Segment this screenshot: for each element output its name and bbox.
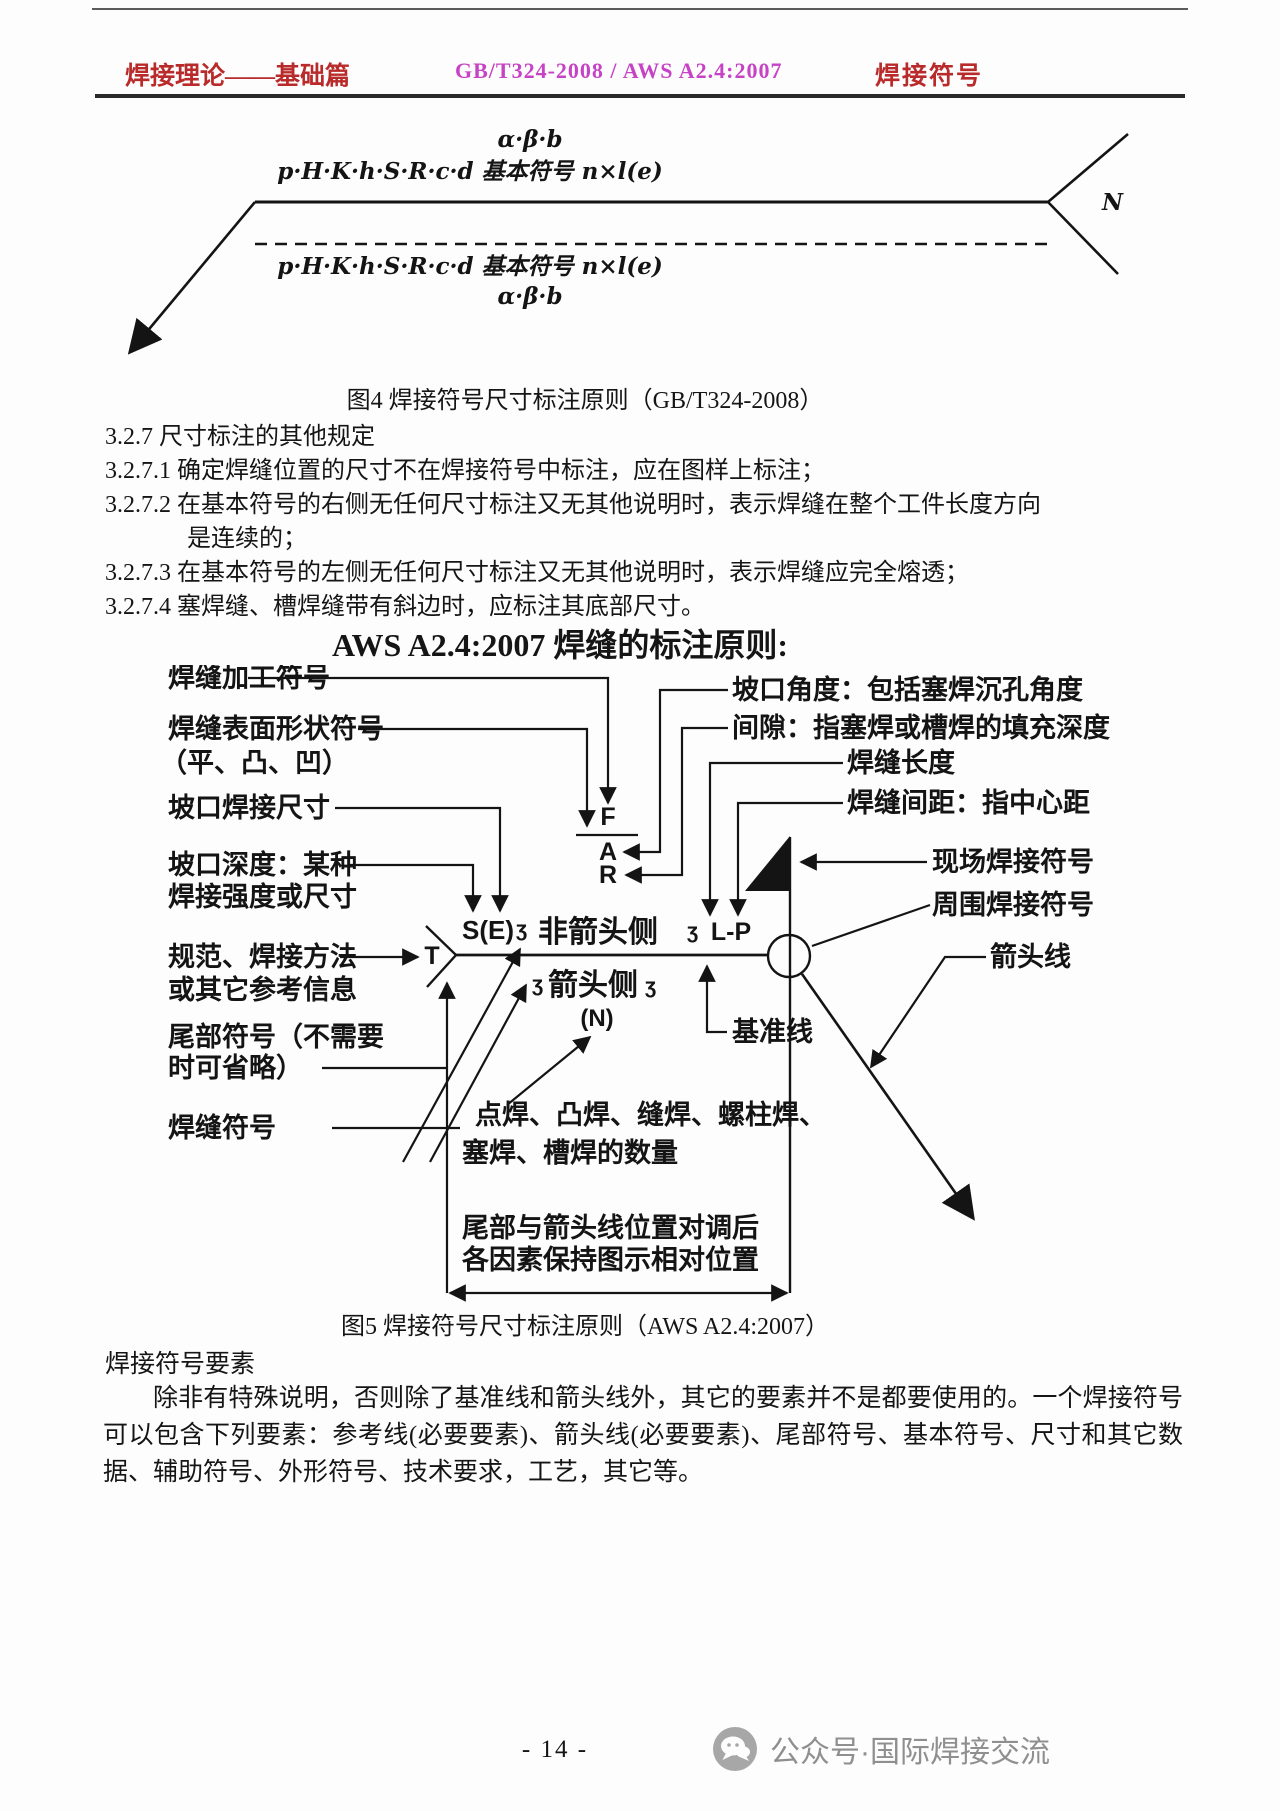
header-title-left: 焊接理论——基础篇 bbox=[125, 63, 351, 90]
label-arrow-line: 箭头线 bbox=[990, 941, 1071, 972]
rule-item: 3.2.7.3 在基本符号的左侧无任何尺寸标注又无其他说明时，表示焊缝应完全熔透… bbox=[105, 560, 969, 586]
wechat-icon bbox=[713, 1727, 757, 1771]
fig4-upper-formula: p·H·K·h·S·R·c·d 基本符号 n×l(e) bbox=[277, 158, 663, 185]
tail-symbol bbox=[425, 925, 458, 988]
header-rule bbox=[95, 94, 1185, 98]
symbol-finish-F: F bbox=[600, 803, 615, 831]
label-weld-length: 焊缝长度 bbox=[847, 747, 955, 778]
figure5-caption: 图5 焊接符号尺寸标注原则（AWS A2.4:2007） bbox=[340, 1314, 830, 1340]
leader-line-weld-length bbox=[701, 761, 843, 917]
label-groove-depth-2: 焊接强度或尺寸 bbox=[168, 881, 357, 912]
leader-line-gap bbox=[624, 726, 728, 884]
figure4-welding-symbol-diagram: α·β·b p·H·K·h·S·R·c·d 基本符号 n×l(e) N p·H·… bbox=[127, 126, 1129, 355]
leader-line-arrow-line bbox=[870, 955, 986, 1069]
field-weld-flag-icon bbox=[745, 836, 790, 891]
label-tail-symbol: 尾部符号（不需要 bbox=[168, 1021, 384, 1052]
fig4-tail-lower-line bbox=[1047, 201, 1119, 275]
figure5-aws-symbol-diagram: 焊缝加工符号 焊缝表面形状符号 （平、凸、凹） 坡口焊接尺寸 坡口深度：某种 焊… bbox=[160, 665, 1110, 1302]
label-weld-counts-2: 塞焊、槽焊的数量 bbox=[462, 1137, 678, 1168]
label-weld-pitch: 焊缝间距：指中心距 bbox=[847, 787, 1090, 818]
header-standard-codes: GB/T324-2008 / AWS A2.4:2007 bbox=[455, 58, 783, 83]
label-surface-shape: 焊缝表面形状符号 bbox=[168, 713, 384, 744]
rule-item-continuation: 是连续的； bbox=[187, 526, 307, 552]
leader-line-all-around bbox=[811, 903, 931, 948]
symbol-root-R: R bbox=[599, 861, 617, 889]
label-arrow-side: 箭头侧 bbox=[548, 968, 638, 1002]
figure4-caption: 图4 焊接符号尺寸标注原则（GB/T324-2008） bbox=[346, 388, 824, 414]
rule-item: 3.2.7.4 塞焊缝、槽焊缝带有斜边时，应标注其底部尺寸。 bbox=[105, 594, 705, 620]
arrow-line bbox=[800, 973, 975, 1221]
label-gap: 间隙：指塞焊或槽焊的填充深度 bbox=[732, 712, 1110, 743]
label-weld-all-around: 周围焊接符号 bbox=[932, 889, 1094, 920]
rule-item: 3.2.7.2 在基本符号的右侧无任何尺寸标注又无其他说明时，表示焊缝在整个工件… bbox=[105, 492, 1041, 518]
label-other-side: 非箭头侧 bbox=[538, 915, 658, 949]
label-swap-note: 尾部与箭头线位置对调后 bbox=[462, 1212, 759, 1243]
label-weld-counts: 点焊、凸焊、缝焊、螺柱焊、 bbox=[475, 1099, 826, 1130]
fig4-lower-params: α·β·b bbox=[497, 283, 562, 310]
fig4-arrow-line bbox=[127, 201, 256, 355]
page-number: - 14 - bbox=[521, 1736, 589, 1763]
rule-item: 3.2.7.1 确定焊缝位置的尺寸不在焊接符号中标注，应在图样上标注； bbox=[105, 458, 825, 484]
header-title-right: 焊接符号 bbox=[875, 63, 984, 90]
rules-title: 3.2.7 尺寸标注的其他规定 bbox=[105, 424, 375, 450]
aws-principles-heading: AWS A2.4:2007 焊缝的标注原则: bbox=[331, 627, 789, 663]
leader-line-count bbox=[506, 1035, 592, 1106]
symbol-angle-A: A bbox=[599, 838, 617, 866]
weld-symbol-pointer-a bbox=[402, 947, 521, 1163]
leader-line-weld-pitch bbox=[729, 801, 843, 917]
fig4-lower-formula: p·H·K·h·S·R·c·d 基本符号 n×l(e) bbox=[277, 253, 663, 280]
brace-squiggle: ʒ bbox=[645, 975, 656, 998]
label-field-weld: 现场焊接符号 bbox=[932, 846, 1094, 877]
fig4-tail-upper-line bbox=[1047, 133, 1129, 203]
symbol-count-N: (N) bbox=[580, 1005, 613, 1032]
brace-squiggle: ʒ bbox=[532, 973, 543, 996]
label-tail-symbol-2: 时可省略） bbox=[168, 1052, 303, 1083]
elements-paragraph: 除非有特殊说明，否则除了基准线和箭头线外，其它的要素并不是都要使用的。一个焊接符… bbox=[103, 1385, 1183, 1486]
weld-symbol-pointer-b bbox=[429, 983, 527, 1163]
brace-squiggle: ʒ bbox=[516, 918, 527, 941]
rules-block: 3.2.7 尺寸标注的其他规定 3.2.7.1 确定焊缝位置的尺寸不在焊接符号中… bbox=[105, 420, 1183, 624]
page-top-border bbox=[92, 8, 1188, 10]
label-groove-weld-size: 坡口焊接尺寸 bbox=[168, 793, 330, 823]
leader-line-groove-size bbox=[335, 806, 509, 913]
leader-line-reference bbox=[698, 964, 727, 1034]
fig4-upper-params: α·β·b bbox=[497, 126, 562, 153]
fig4-n-label: N bbox=[1101, 189, 1124, 216]
label-spec-method-2: 或其它参考信息 bbox=[168, 974, 357, 1005]
label-surface-shape-2: （平、凸、凹） bbox=[160, 748, 349, 778]
symbol-length-pitch-LP: L-P bbox=[711, 918, 751, 946]
label-spec-method: 规范、焊接方法 bbox=[168, 941, 357, 972]
elements-section-title: 焊接符号要素 bbox=[105, 1351, 256, 1378]
symbol-depth-SE: S(E) bbox=[462, 915, 514, 945]
brace-squiggle: ʒ bbox=[687, 920, 698, 943]
leader-line-groove-angle bbox=[622, 688, 728, 861]
label-groove-angle: 坡口角度：包括塞焊沉孔角度 bbox=[732, 674, 1083, 705]
leader-line-process bbox=[248, 676, 617, 805]
symbol-tail-T: T bbox=[424, 942, 439, 970]
label-groove-depth: 坡口深度：某种 bbox=[168, 849, 357, 880]
leader-line-depth bbox=[348, 863, 482, 913]
label-weld-symbol: 焊缝符号 bbox=[168, 1112, 276, 1143]
watermark: 公众号·国际焊接交流 bbox=[712, 1726, 1050, 1772]
label-reference-line: 基准线 bbox=[732, 1017, 813, 1047]
leader-line-surface bbox=[358, 727, 596, 828]
label-swap-note-2: 各因素保持图示相对位置 bbox=[461, 1244, 759, 1275]
watermark-text: 公众号·国际焊接交流 bbox=[770, 1736, 1050, 1769]
